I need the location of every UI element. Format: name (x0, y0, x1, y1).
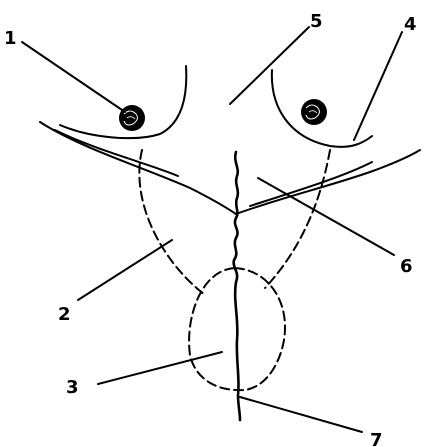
midline (234, 152, 240, 420)
callout-2: 2 (58, 304, 71, 325)
leader-line-7 (240, 397, 362, 432)
right-dashed-outline (265, 150, 330, 288)
right-nipple (301, 99, 327, 125)
callout-6: 6 (400, 256, 413, 277)
leader-line-6 (258, 178, 394, 255)
leader-line-5 (230, 27, 309, 104)
callout-3: 3 (66, 377, 79, 398)
callout-5: 5 (310, 11, 323, 32)
leader-line-1 (22, 42, 125, 112)
callout-4: 4 (404, 14, 417, 35)
callout-7: 7 (370, 430, 383, 447)
left-nipple (119, 105, 145, 131)
leader-line-2 (78, 240, 172, 300)
leader-line-4 (354, 32, 402, 140)
callout-1: 1 (4, 28, 17, 49)
